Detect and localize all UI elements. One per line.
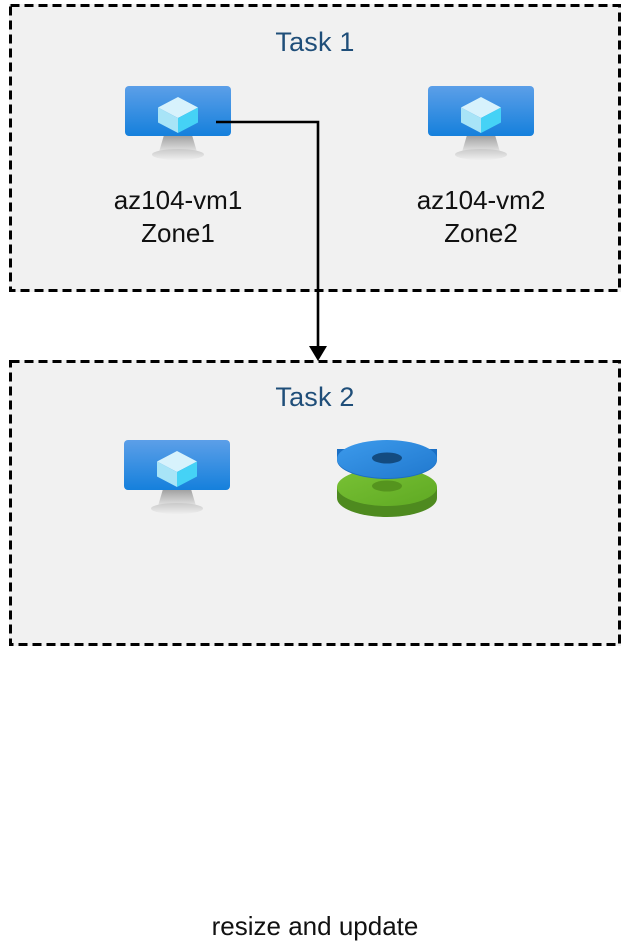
task-group-task2: Task 2 [9, 360, 621, 941]
caption-line: Zone2 [444, 217, 518, 248]
task-group-task1: Task 1 [9, 4, 621, 292]
diagram-canvas: Task 1 [9, 4, 621, 941]
caption-line: az104-vm2 [416, 185, 546, 215]
node-managed-disks[interactable] [332, 438, 442, 526]
virtual-machine-icon [65, 86, 291, 164]
arrowhead-icon [309, 346, 327, 361]
caption-line: az104-vm1 [113, 185, 243, 215]
node-az104-vm2[interactable]: az104-vm2 Zone2 [368, 86, 594, 250]
virtual-machine-icon [368, 86, 594, 164]
node-resized-vm[interactable] [121, 440, 233, 518]
node-az104-vm1-caption: az104-vm1 Zone1 [65, 184, 291, 250]
caption-line: Zone1 [141, 217, 215, 248]
node-az104-vm1[interactable]: az104-vm1 Zone1 [65, 86, 291, 250]
task2-caption: resize and update [211, 911, 419, 941]
node-az104-vm2-caption: az104-vm2 Zone2 [368, 184, 594, 250]
task2-title: Task 2 [275, 382, 355, 412]
managed-disks-icon [332, 438, 442, 526]
task1-title: Task 1 [275, 27, 355, 57]
virtual-machine-icon [121, 440, 233, 518]
